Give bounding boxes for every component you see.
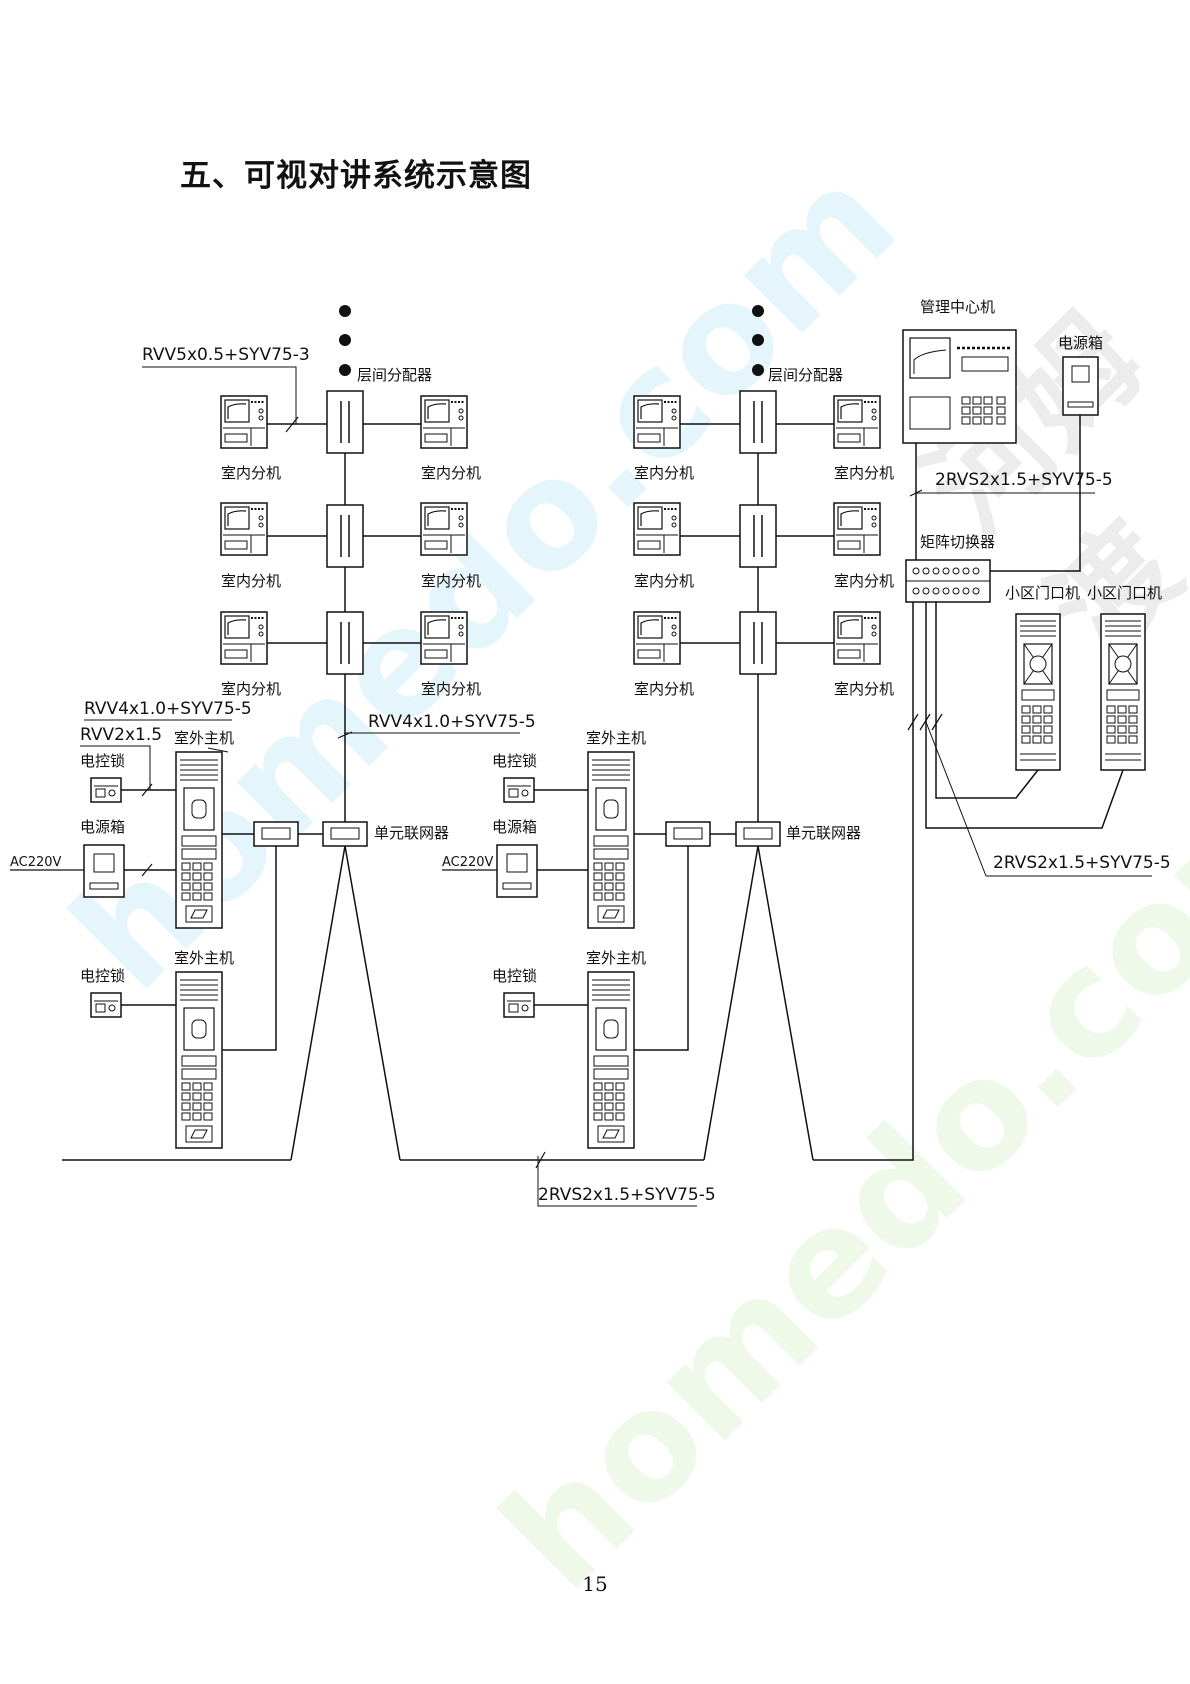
indoor-unit-label: 室内分机 — [421, 680, 481, 698]
community-gate-unit — [1015, 613, 1061, 771]
electric-lock — [503, 992, 535, 1018]
indoor-unit-label: 室内分机 — [421, 572, 481, 590]
indoor-unit-label: 室内分机 — [221, 572, 281, 590]
electric-lock-label: 电控锁 — [80, 752, 125, 770]
outdoor-host — [587, 971, 635, 1149]
indoor-unit — [420, 611, 468, 665]
electric-lock-label: 电控锁 — [492, 752, 537, 770]
community-gate-unit — [1100, 613, 1146, 771]
management-center: 管理中心机 电源箱 2RVS2x1.5+SYV75-5 矩阵切换器 小区门口机 … — [902, 298, 1171, 877]
outdoor-host — [175, 751, 223, 929]
outdoor-host-label: 室外主机 — [586, 729, 646, 747]
electric-lock-label: 电控锁 — [492, 967, 537, 985]
indoor-unit — [833, 502, 881, 556]
tower-right: 层间分配器 室内分机 室内分机 室内分机 室内分机 室内分机 室内分机 单元联网… — [442, 305, 894, 1161]
electric-lock — [503, 777, 535, 803]
cable-label-rvv4: RVV4x1.0+SYV75-5 — [368, 712, 536, 732]
floor-splitter — [739, 504, 777, 568]
outdoor-host-label: 室外主机 — [586, 949, 646, 967]
power-box — [496, 844, 538, 898]
floor-splitter — [326, 611, 364, 675]
indoor-unit-label: 室内分机 — [834, 680, 894, 698]
continuation-dot — [339, 364, 351, 376]
power-box-label: 电源箱 — [492, 818, 537, 836]
floor-splitter-label: 层间分配器 — [768, 366, 843, 384]
ac-power-label: AC220V — [442, 855, 494, 870]
indoor-unit-label: 室内分机 — [634, 680, 694, 698]
continuation-dot — [339, 305, 351, 317]
unit-networker-label: 单元联网器 — [374, 824, 449, 842]
mgmt-center-label: 管理中心机 — [920, 298, 995, 316]
page-number: 15 — [582, 1572, 608, 1596]
cable-label-bus: 2RVS2x1.5+SYV75-5 — [538, 1185, 716, 1205]
indoor-unit — [420, 502, 468, 556]
indoor-unit — [633, 502, 681, 556]
cable-label-rvv5: RVV5x0.5+SYV75-3 — [142, 345, 310, 365]
continuation-dot — [752, 334, 764, 346]
outdoor-host-label: 室外主机 — [174, 729, 234, 747]
power-box — [83, 844, 125, 898]
floor-splitter — [739, 611, 777, 675]
power-box-label: 电源箱 — [80, 818, 125, 836]
continuation-dot — [339, 334, 351, 346]
unit-networker — [735, 821, 781, 847]
indoor-unit — [220, 395, 268, 449]
unit-networker-label: 单元联网器 — [786, 824, 861, 842]
cable-label-rvv4-host: RVV4x1.0+SYV75-5 — [84, 699, 252, 719]
community-bus: 2RVS2x1.5+SYV75-5 — [62, 586, 914, 1207]
relay-box — [665, 821, 711, 847]
floor-splitter — [326, 390, 364, 454]
indoor-unit-label: 室内分机 — [221, 464, 281, 482]
indoor-unit-label: 室内分机 — [834, 572, 894, 590]
indoor-unit — [420, 395, 468, 449]
power-box-label: 电源箱 — [1058, 334, 1103, 352]
floor-splitter — [326, 504, 364, 568]
matrix-switcher-label: 矩阵切换器 — [920, 533, 995, 551]
floor-splitter-label: 层间分配器 — [357, 366, 432, 384]
ac-power-label: AC220V — [10, 855, 62, 870]
outdoor-host — [175, 971, 223, 1149]
continuation-dot — [752, 305, 764, 317]
outdoor-host-label: 室外主机 — [174, 949, 234, 967]
indoor-unit — [833, 395, 881, 449]
cable-label-gate: 2RVS2x1.5+SYV75-5 — [993, 853, 1171, 873]
indoor-unit-label: 室内分机 — [221, 680, 281, 698]
indoor-unit — [633, 395, 681, 449]
floor-splitter — [739, 390, 777, 454]
indoor-unit-label: 室内分机 — [634, 572, 694, 590]
unit-networker — [322, 821, 368, 847]
relay-box — [253, 821, 299, 847]
electric-lock — [90, 777, 122, 803]
community-gate-label: 小区门口机 — [1087, 584, 1162, 602]
continuation-dot — [752, 364, 764, 376]
indoor-unit — [220, 502, 268, 556]
page-title: 五、可视对讲系统示意图 — [180, 158, 532, 194]
tower-left: 层间分配器 室内分机 室内分机 室内分机 室内分机 室内分机 室内分机 RVV5… — [10, 305, 536, 1161]
cable-label-mgmt: 2RVS2x1.5+SYV75-5 — [935, 470, 1113, 490]
electric-lock — [90, 992, 122, 1018]
cable-label-rvv2: RVV2x1.5 — [80, 725, 162, 745]
electric-lock-label: 电控锁 — [80, 967, 125, 985]
indoor-unit-label: 室内分机 — [421, 464, 481, 482]
indoor-unit-label: 室内分机 — [634, 464, 694, 482]
indoor-unit — [633, 611, 681, 665]
outdoor-host — [587, 751, 635, 929]
indoor-unit — [833, 611, 881, 665]
indoor-unit — [220, 611, 268, 665]
community-gate-label: 小区门口机 — [1005, 584, 1080, 602]
indoor-unit-label: 室内分机 — [834, 464, 894, 482]
